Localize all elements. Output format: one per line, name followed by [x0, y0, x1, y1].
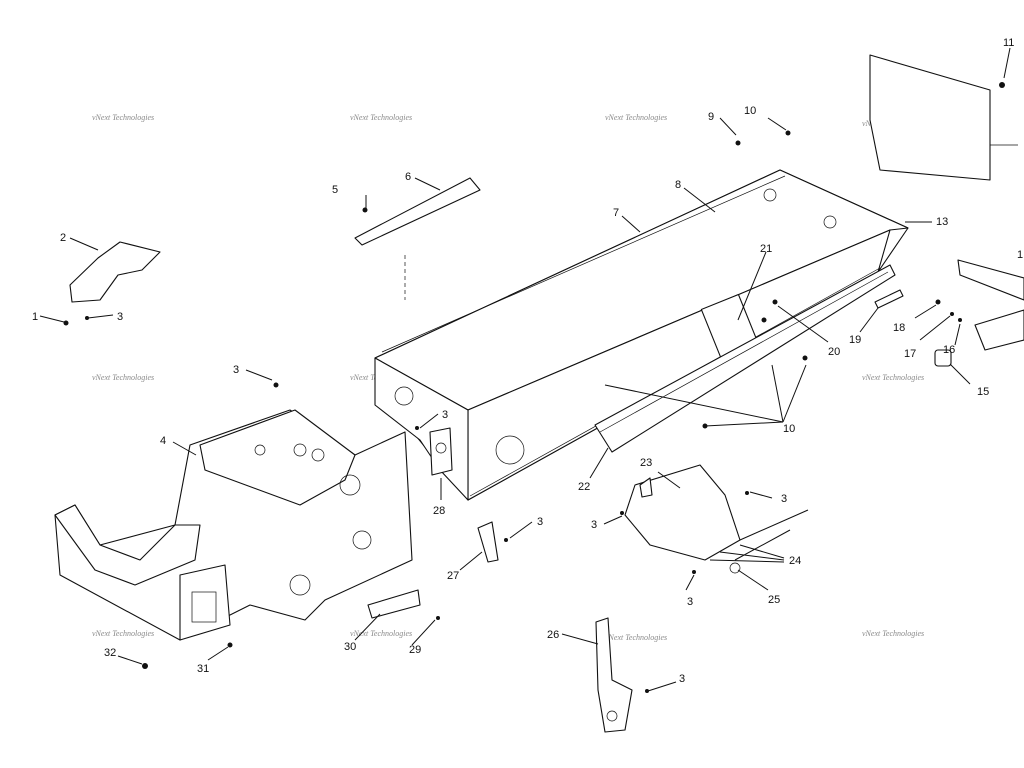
step-plate: [354, 177, 481, 246]
watermark: vNext Technologies: [605, 633, 667, 642]
callout-8: 8: [675, 179, 681, 191]
callout-13: 13: [936, 216, 948, 228]
callout-11: 11: [1003, 37, 1014, 49]
callout-labels: 1 2 3 3 3 3 3 3 3 3 4 5 6 7 8 9 10 10 11…: [32, 37, 1023, 685]
watermark: vNext Technologies: [862, 629, 924, 638]
callout-25: 25: [768, 594, 780, 606]
callout-24: 24: [789, 555, 801, 567]
callout-3: 3: [687, 596, 693, 608]
callout-3: 3: [442, 409, 448, 421]
front-bulkhead: [54, 409, 413, 641]
watermark: vNext Technologies: [92, 113, 154, 122]
callout-3: 3: [591, 519, 597, 531]
callout-21: 21: [760, 243, 772, 255]
callout-20: 20: [828, 346, 840, 358]
rear-mount: [624, 464, 809, 574]
watermark: vNext Technologies: [350, 629, 412, 638]
callout-4: 4: [160, 435, 166, 447]
rear-arm-lower: [974, 309, 1024, 351]
watermark: vNext Technologies: [350, 113, 412, 122]
callout-31: 31: [197, 663, 209, 675]
watermark: vNext Technologies: [862, 373, 924, 382]
callout-5: 5: [332, 184, 338, 196]
callout-28: 28: [433, 505, 445, 517]
callout-29: 29: [409, 644, 421, 656]
callout-17: 17: [904, 348, 916, 360]
callout-7: 7: [613, 207, 619, 219]
bracket: [69, 241, 161, 303]
callout-3: 3: [117, 311, 123, 323]
callout-10: 10: [783, 423, 795, 435]
callout-3: 3: [537, 516, 543, 528]
cap: [934, 349, 952, 367]
watermark: vNext Technologies: [92, 373, 154, 382]
callout-3: 3: [781, 493, 787, 505]
callout-15: 15: [977, 386, 989, 398]
callout-30: 30: [344, 641, 356, 653]
callout-16: 16: [943, 344, 955, 356]
bracket-28: [429, 427, 453, 476]
callout-26: 26: [547, 629, 559, 641]
callout-1-edge: 1: [1017, 249, 1023, 261]
tunnel: [374, 169, 909, 501]
callout-9: 9: [708, 111, 714, 123]
strip: [874, 289, 904, 309]
callout-3: 3: [679, 673, 685, 685]
callout-1: 1: [32, 311, 38, 323]
callout-10: 10: [744, 105, 756, 117]
watermark: vNext Technologies: [605, 113, 667, 122]
callout-19: 19: [849, 334, 861, 346]
fasteners: [63, 82, 1005, 693]
leader-lines: [39, 47, 1011, 692]
callout-3: 3: [233, 364, 239, 376]
bracket-26: [595, 617, 633, 733]
callout-22: 22: [578, 481, 590, 493]
snow-flap: [869, 54, 991, 181]
callout-18: 18: [893, 322, 905, 334]
bracket-30: [367, 589, 421, 619]
bracket-27: [477, 521, 499, 563]
watermark: vNext Technologies: [92, 629, 154, 638]
callout-32: 32: [104, 647, 116, 659]
callout-23: 23: [640, 457, 652, 469]
callout-27: 27: [447, 570, 459, 582]
callout-2: 2: [60, 232, 66, 244]
rear-arm: [957, 259, 1024, 301]
side-rail: [594, 264, 896, 453]
callout-6: 6: [405, 171, 411, 183]
